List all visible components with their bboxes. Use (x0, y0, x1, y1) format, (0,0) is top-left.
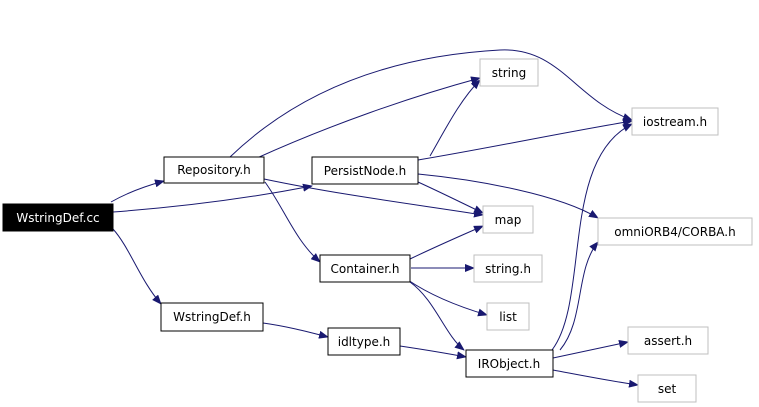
edge-persistnode-h-to-iostream-h (417, 118, 633, 161)
node-label: idltype.h (338, 335, 391, 349)
node-label: map (495, 213, 522, 227)
edge-container-h-to-map (409, 225, 484, 260)
edge-repository-h-to-string (256, 76, 481, 159)
edge-irobject-h-to-omniorb4-corba-h (559, 241, 599, 351)
node-label: set (658, 382, 677, 396)
node-map[interactable]: map (482, 205, 534, 234)
node-label: WstringDef.h (173, 310, 251, 324)
node-set[interactable]: set (637, 374, 697, 403)
node-wstringdef-cc[interactable]: WstringDef.cc (2, 203, 114, 232)
edge-idltype-h-to-irobject-h (399, 345, 467, 360)
node-label: list (499, 310, 517, 324)
edge-repository-h-to-iostream-h (229, 49, 633, 158)
node-label: omniORB4/CORBA.h (614, 225, 735, 239)
node-label: Repository.h (177, 163, 251, 177)
node-label: IRObject.h (478, 357, 540, 371)
node-list[interactable]: list (486, 302, 530, 331)
node-container-h[interactable]: Container.h (319, 254, 411, 283)
node-repository-h[interactable]: Repository.h (163, 156, 265, 184)
node-iostream-h[interactable]: iostream.h (631, 107, 719, 136)
edge-wstringdef-h-to-idltype-h (262, 322, 329, 339)
node-idltype-h[interactable]: idltype.h (327, 327, 401, 356)
edge-container-h-to-list (407, 279, 488, 317)
node-label: iostream.h (643, 115, 707, 129)
node-omniorb4-corba-h[interactable]: omniORB4/CORBA.h (597, 217, 753, 246)
edge-wstringdef-cc-to-repository-h (110, 179, 165, 203)
edge-wstringdef-cc-to-persistnode-h (112, 183, 313, 213)
node-wstringdef-h[interactable]: WstringDef.h (160, 302, 264, 332)
edge-repository-h-to-map (263, 178, 484, 218)
edge-persistnode-h-to-map (417, 181, 484, 214)
node-label: WstringDef.cc (16, 211, 99, 225)
node-label: PersistNode.h (324, 164, 406, 178)
edge-repository-h-to-container-h (264, 181, 321, 263)
node-label: string (492, 66, 526, 80)
node-string-h[interactable]: string.h (473, 254, 543, 283)
node-assert-h[interactable]: assert.h (627, 326, 709, 355)
edge-container-h-to-irobject-h (409, 281, 465, 351)
node-irobject-h[interactable]: IRObject.h (465, 349, 554, 378)
edge-irobject-h-to-assert-h (552, 340, 629, 359)
node-string[interactable]: string (479, 58, 539, 87)
node-label: Container.h (331, 262, 400, 276)
edge-wstringdef-cc-to-wstringdef-h (112, 228, 162, 305)
node-label: assert.h (644, 334, 692, 348)
edge-irobject-h-to-set (552, 369, 639, 388)
edge-irobject-h-to-iostream-h (551, 123, 633, 351)
node-persistnode-h[interactable]: PersistNode.h (311, 156, 419, 185)
node-label: string.h (485, 262, 531, 276)
edge-persistnode-h-to-string (429, 79, 481, 157)
